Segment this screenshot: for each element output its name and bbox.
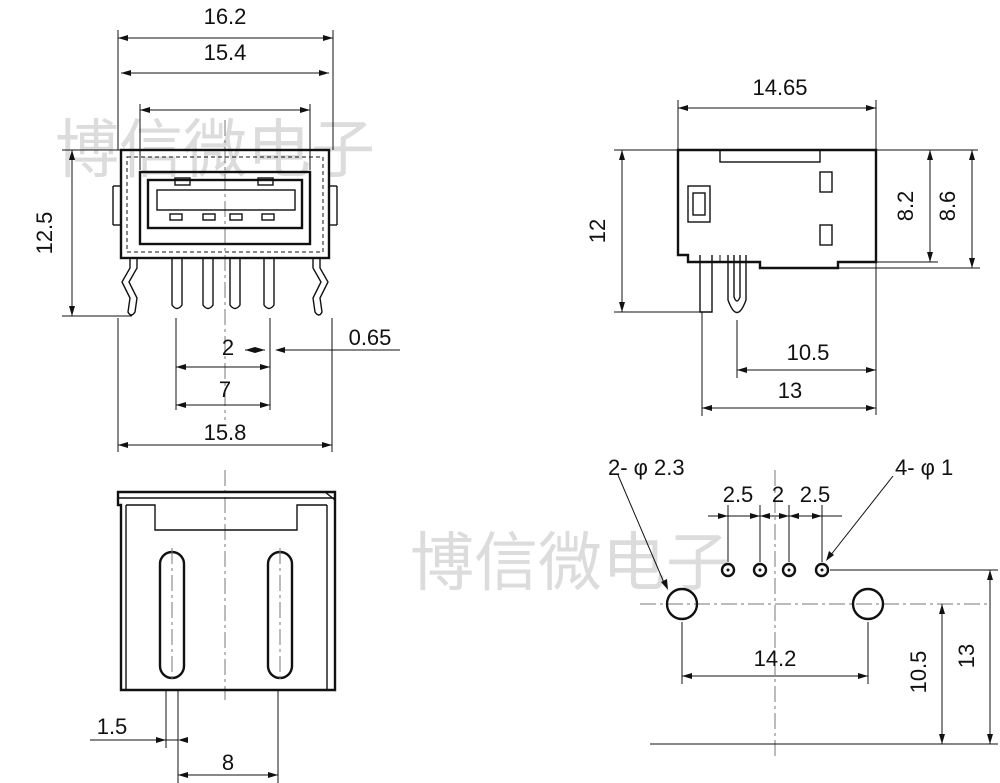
dim-side-height: 12 (585, 149, 700, 313)
dim-label-8-2: 8.2 (893, 191, 918, 222)
dim-top-slot-spacing: 8 (178, 690, 279, 783)
dim-label-8-6: 8.6 (935, 191, 960, 222)
dim-label-10-5: 10.5 (787, 340, 830, 365)
dim-label-2-5-c: 2.5 (800, 482, 831, 507)
dim-front-bottom-width: 15.8 (117, 318, 333, 452)
small-hole-1 (720, 562, 736, 578)
dim-label-15-4: 15.4 (204, 40, 247, 65)
dim-label-10-5-fp: 10.5 (906, 651, 931, 694)
top-view: 1.5 8 (90, 470, 337, 783)
dim-top-slot-width: 1.5 (90, 690, 188, 783)
dim-front-pin-span: 7 (176, 364, 270, 408)
large-hole-left (665, 587, 699, 621)
dim-label-7: 7 (219, 377, 231, 402)
dim-label-14-2: 14.2 (754, 646, 797, 671)
dim-label-2-5-a: 2.5 (723, 482, 754, 507)
dim-label-13: 13 (778, 378, 802, 403)
dim-label-12: 12 (585, 219, 610, 243)
dim-label-15-8: 15.8 (204, 420, 247, 445)
footprint-view: 2- φ 2.3 4- φ 1 2.5 (608, 455, 998, 760)
dim-footprint-row-b: 13 (650, 569, 998, 745)
dim-label-12-5: 12.5 (32, 212, 57, 255)
dim-label-16-2: 16.2 (204, 4, 247, 29)
small-hole-3 (781, 562, 797, 578)
dim-label-0-65: 0.65 (349, 325, 392, 350)
front-view: 16.2 15.4 12.5 (32, 4, 400, 452)
dim-side-body-a: 8.2 (876, 149, 978, 263)
dim-front-height: 12.5 (32, 149, 132, 317)
dim-label-2-b: 2 (772, 482, 784, 507)
label-large-holes: 2- φ 2.3 (608, 455, 685, 480)
dim-front-pin-width: 0.65 (275, 325, 400, 353)
dim-footprint-pitch: 2.5 2 2.5 (708, 482, 842, 562)
dim-side-pin-offset: 10.5 (736, 262, 877, 415)
label-small-holes: 4- φ 1 (895, 455, 953, 480)
dim-label-14-65: 14.65 (752, 75, 807, 100)
dim-label-2: 2 (222, 335, 234, 360)
dim-side-body-b: 8.6 (838, 150, 980, 269)
dim-label-13-fp: 13 (954, 644, 979, 668)
watermark-bottom: 博信微电子 (410, 527, 730, 601)
dim-footprint-hole-span: 14.2 (681, 622, 869, 684)
side-view: 14.65 12 8.2 (585, 75, 980, 416)
dim-footprint-row-a: 10.5 (906, 604, 950, 745)
small-hole-2 (752, 562, 768, 578)
dim-label-1-5: 1.5 (97, 714, 128, 739)
dim-front-shell-width: 15.4 (121, 40, 329, 76)
small-hole-4 (814, 562, 830, 578)
dim-side-pin-to-back: 13 (701, 312, 876, 416)
dim-label-8: 8 (222, 750, 234, 775)
dim-front-pin-pitch: 2 (222, 335, 265, 360)
dim-side-length: 14.65 (677, 75, 877, 150)
large-hole-right (851, 587, 885, 621)
dim-front-overall-width: 16.2 (117, 4, 334, 150)
